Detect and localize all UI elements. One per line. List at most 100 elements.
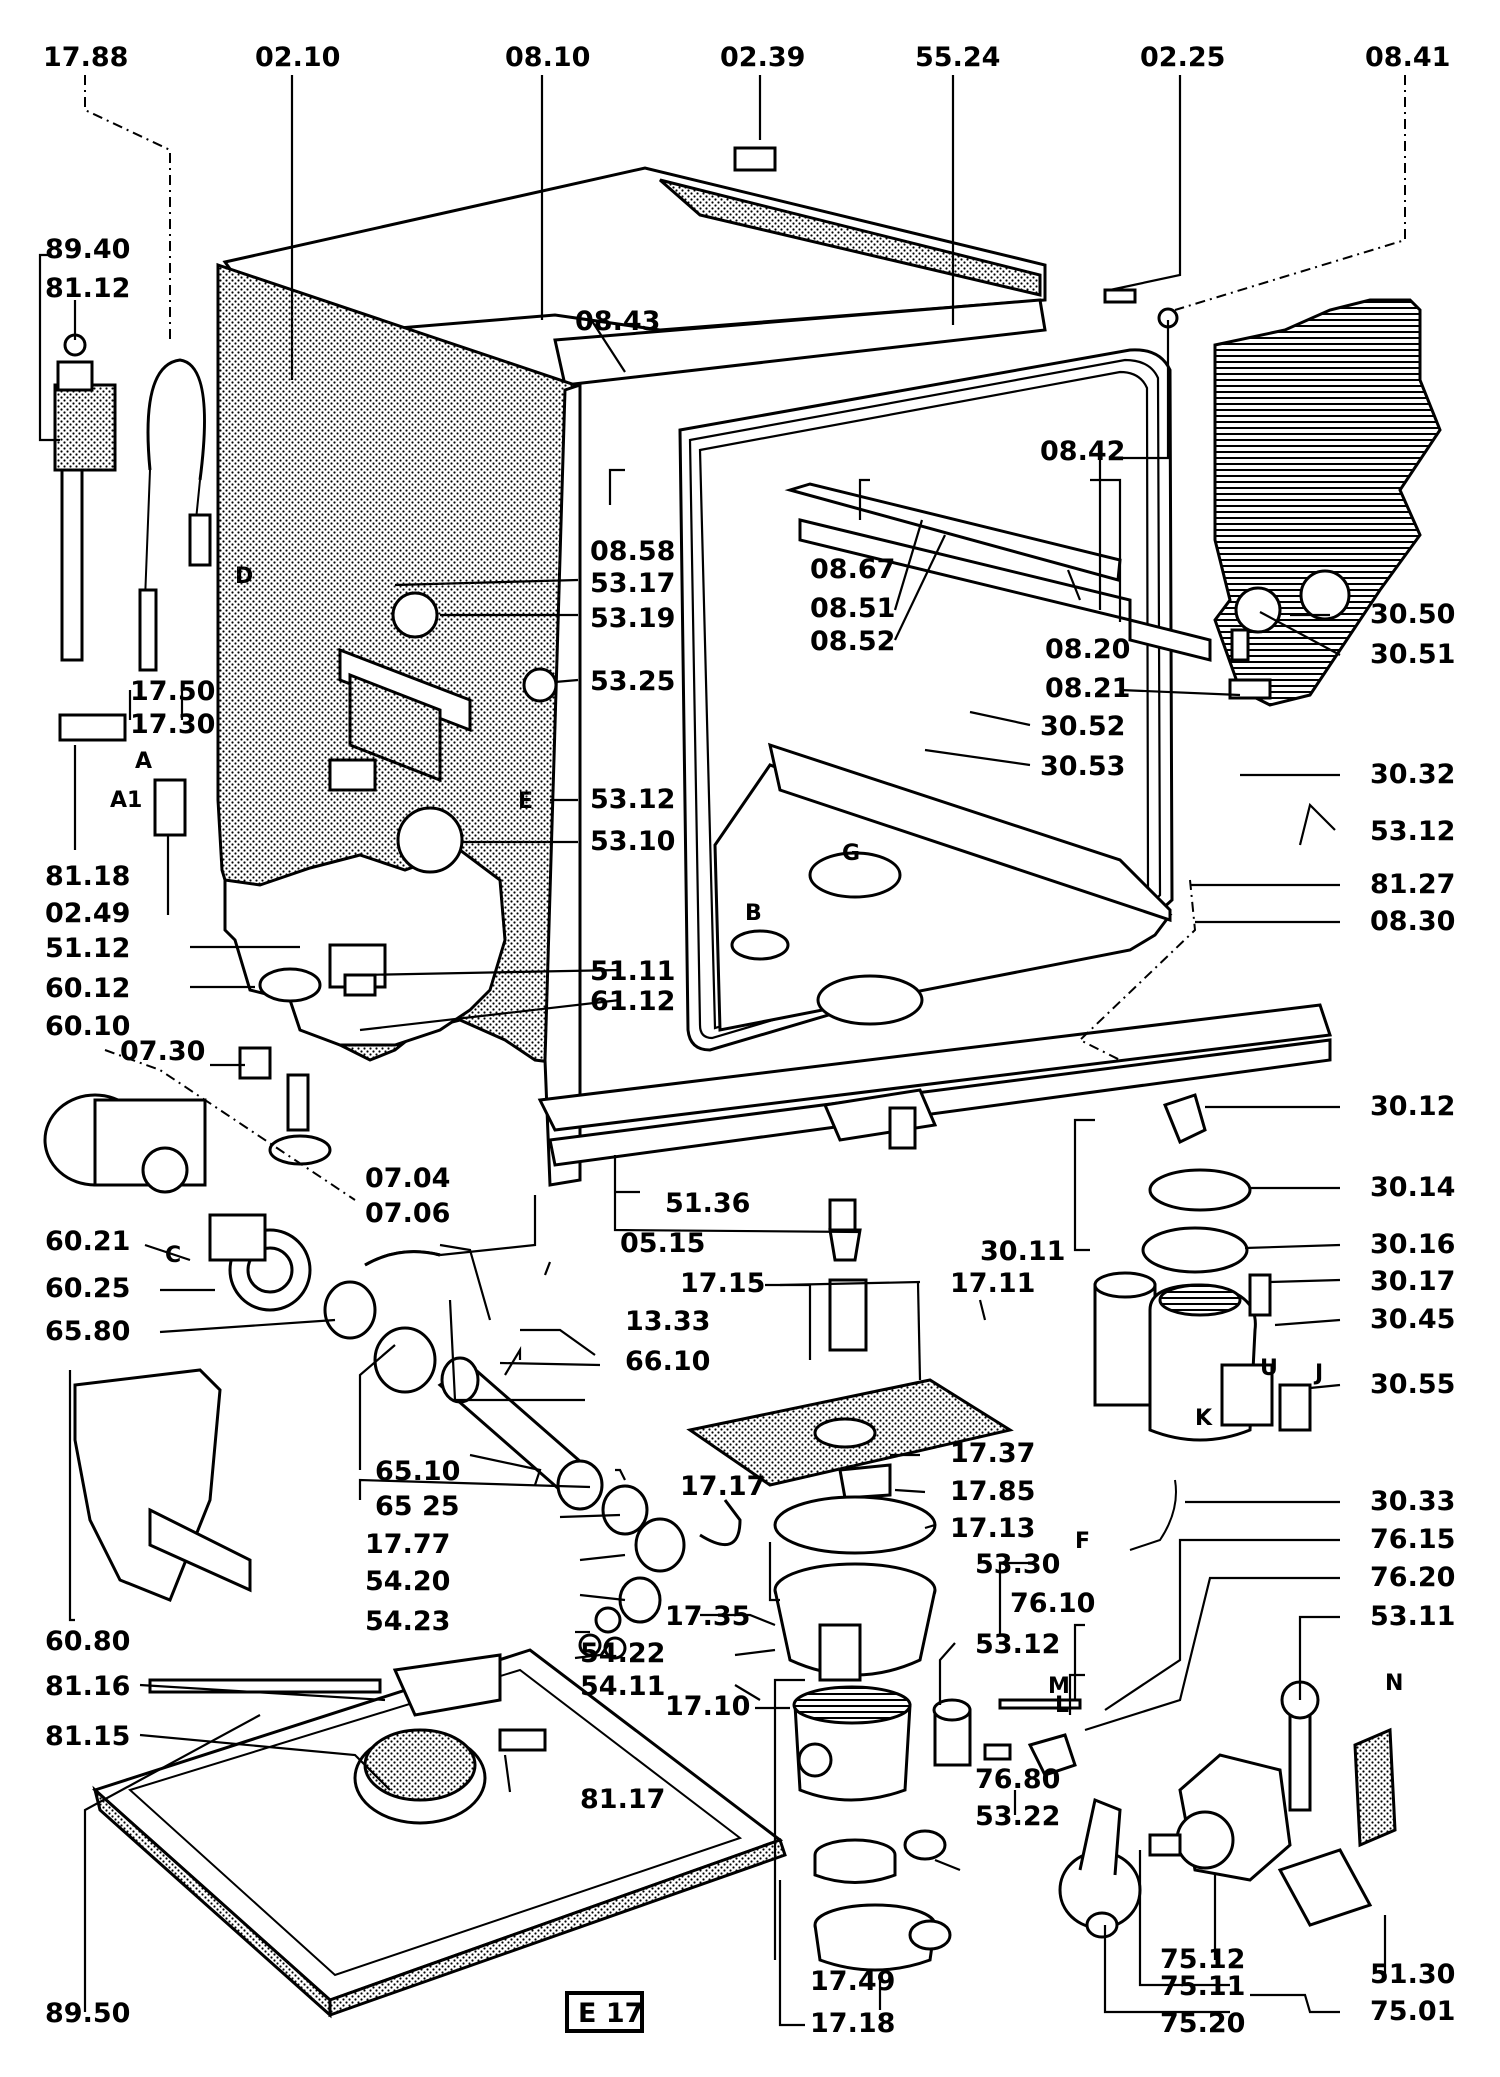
callout: 08.41: [1365, 42, 1450, 73]
callout: 60.10: [45, 1011, 130, 1042]
marker-d: D: [235, 564, 253, 589]
callout: 30.32: [1370, 759, 1455, 790]
callout: 60.21: [45, 1226, 130, 1257]
callout: 30.12: [1370, 1091, 1455, 1122]
callout: 08.52: [810, 626, 895, 657]
marker-g: G: [842, 841, 860, 866]
callout: 51.11: [590, 956, 675, 987]
marker-l: L: [1055, 1693, 1069, 1718]
callout: 76.20: [1370, 1562, 1455, 1593]
callout: 30.53: [1040, 751, 1125, 782]
letter-markers: A A1 B D E G C F K J L N M U: [110, 564, 1403, 1718]
marker-a1: A1: [110, 788, 142, 813]
callout: 17.11: [950, 1268, 1035, 1299]
sheet-code: E 17: [578, 1998, 643, 2029]
callout: 54.11: [580, 1671, 665, 1702]
callout: 60.25: [45, 1273, 130, 1304]
callout: 81.17: [580, 1784, 665, 1815]
callout: 02.10: [255, 42, 340, 73]
sheet-code-box: E 17: [565, 1991, 644, 2033]
callout: 17.30: [130, 709, 215, 740]
marker-j: J: [1313, 1361, 1323, 1386]
callout: 89.40: [45, 234, 130, 265]
callout: 17.88: [43, 42, 128, 73]
callout: 53.30: [975, 1549, 1060, 1580]
callout: 30.17: [1370, 1266, 1455, 1297]
marker-u: U: [1260, 1356, 1278, 1381]
callout: 17.15: [680, 1268, 765, 1299]
callout: 30.51: [1370, 639, 1455, 670]
callout: 53.10: [590, 826, 675, 857]
callout: 76.15: [1370, 1524, 1455, 1555]
callout: 81.16: [45, 1671, 130, 1702]
callout: 07.04: [365, 1163, 450, 1194]
callout: 08.67: [810, 554, 895, 585]
callout: 30.11: [980, 1236, 1065, 1267]
callout: 81.18: [45, 861, 130, 892]
callout: 08.42: [1040, 436, 1125, 467]
callout: 53.12: [1370, 816, 1455, 847]
marker-k: K: [1195, 1406, 1213, 1431]
callout: 30.50: [1370, 599, 1455, 630]
callout: 55.24: [915, 42, 1000, 73]
callout: 05.15: [620, 1228, 705, 1259]
callout: 51.30: [1370, 1959, 1455, 1990]
callout: 75.20: [1160, 2008, 1245, 2039]
callout: 08.30: [1370, 906, 1455, 937]
callout: 65.80: [45, 1316, 130, 1347]
callout: 17.17: [680, 1471, 765, 1502]
callout: 53.19: [590, 603, 675, 634]
callouts-top: 17.88 02.10 08.10 02.39 55.24 02.25 08.4…: [43, 42, 1450, 73]
callout: 66.10: [625, 1346, 710, 1377]
leader-lines: [38, 75, 1406, 2027]
callout: 54.20: [365, 1566, 450, 1597]
side-panel-drawing: [1213, 298, 1442, 707]
callout: 53.25: [590, 666, 675, 697]
callout: 13.33: [625, 1306, 710, 1337]
callout: 17.77: [365, 1529, 450, 1560]
callout: 17.13: [950, 1513, 1035, 1544]
callout: 30.52: [1040, 711, 1125, 742]
callout: 54.23: [365, 1606, 450, 1637]
sump-assembly-drawing: [686, 1088, 1397, 1972]
callout: 08.58: [590, 536, 675, 567]
callout: 07.30: [120, 1036, 205, 1067]
callout: 30.33: [1370, 1486, 1455, 1517]
callouts-center: 08.43 08.58 53.17 53.19 53.25 53.12 53.1…: [365, 306, 1245, 2039]
callout: 17.37: [950, 1438, 1035, 1469]
salt-container-drawing: [1093, 1093, 1312, 1551]
callout: 17.50: [130, 676, 215, 707]
marker-f: F: [1075, 1529, 1090, 1554]
callout: 81.12: [45, 273, 130, 304]
callout: 61.12: [590, 986, 675, 1017]
callout: 30.45: [1370, 1304, 1455, 1335]
callout: 53.17: [590, 568, 675, 599]
callout: 60.12: [45, 973, 130, 1004]
marker-a: A: [135, 749, 152, 774]
marker-n: N: [1385, 1671, 1403, 1696]
callout: 75.12: [1160, 1944, 1245, 1975]
callout: 08.21: [1045, 673, 1130, 704]
callout: 75.01: [1370, 1996, 1455, 2027]
callout: 30.14: [1370, 1172, 1455, 1203]
callout: 08.43: [575, 306, 660, 337]
callout: 51.12: [45, 933, 130, 964]
callout: 51.36: [665, 1188, 750, 1219]
callout: 75.11: [1160, 1971, 1245, 2002]
marker-b: B: [745, 901, 762, 926]
callout: 30.16: [1370, 1229, 1455, 1260]
callout: 81.27: [1370, 869, 1455, 900]
callout: 08.10: [505, 42, 590, 73]
callout: 02.49: [45, 898, 130, 929]
callouts-left: 89.40 81.12 17.50 17.30 81.18 02.49 51.1…: [45, 234, 215, 2029]
callout: 02.25: [1140, 42, 1225, 73]
callout: 30.55: [1370, 1369, 1455, 1400]
callout: 08.51: [810, 593, 895, 624]
callout: 53.11: [1370, 1601, 1455, 1632]
callout: 76.80: [975, 1764, 1060, 1795]
base-tray-drawing: [92, 1648, 787, 2019]
callout: 60.80: [45, 1626, 130, 1657]
callout: 17.49: [810, 1966, 895, 1997]
callout: 08.20: [1045, 634, 1130, 665]
